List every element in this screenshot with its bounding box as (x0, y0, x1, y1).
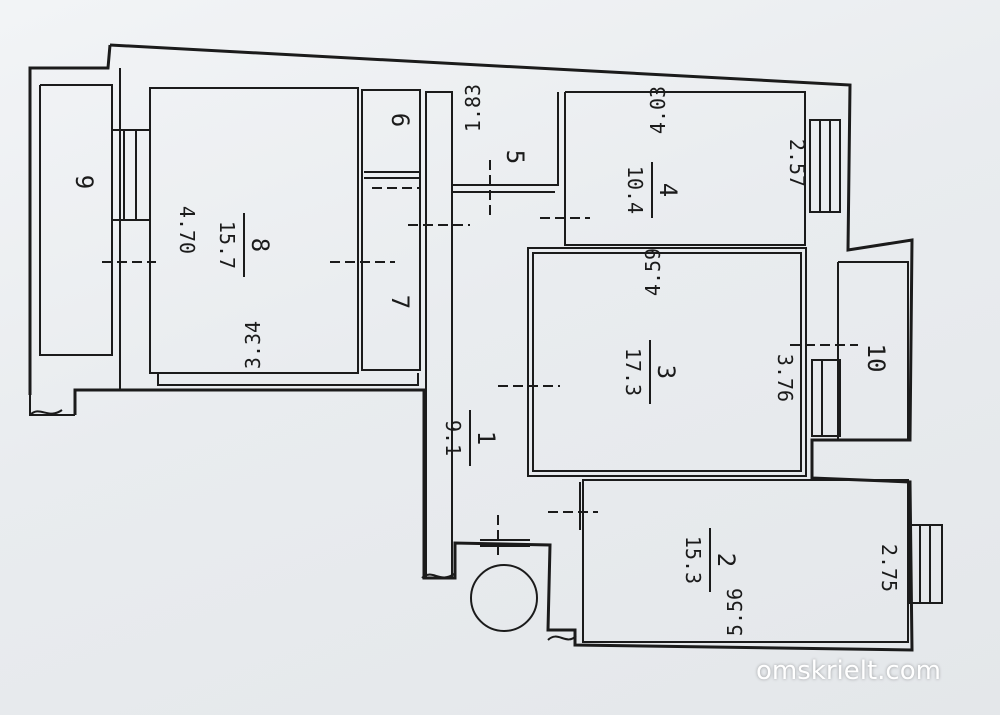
room-label-1: 1 9.1 (441, 410, 500, 466)
svg-text:3.76: 3.76 (773, 354, 797, 402)
door-markers (102, 160, 858, 560)
svg-text:5.56: 5.56 (723, 588, 747, 636)
svg-text:8: 8 (246, 238, 274, 252)
svg-text:7: 7 (386, 295, 414, 309)
dimension-right-room3: 3.76 (773, 354, 797, 402)
inner-walls (111, 87, 943, 643)
room-label-7: 7 (386, 295, 414, 309)
svg-text:10: 10 (862, 344, 890, 373)
svg-text:2.57: 2.57 (785, 139, 809, 187)
svg-text:5: 5 (501, 150, 529, 164)
svg-text:1: 1 (472, 431, 500, 445)
room-label-5: 5 (501, 150, 529, 164)
svg-text:3.34: 3.34 (241, 321, 265, 369)
dimension-top-room3: 4.59 (641, 248, 665, 296)
svg-text:15.3: 15.3 (681, 536, 705, 584)
dimension-left-room8: 4.70 (175, 206, 199, 254)
room-label-3: 3 17.3 (621, 340, 680, 404)
room-label-8: 8 15.7 (215, 213, 274, 277)
svg-text:2: 2 (712, 553, 740, 567)
watermark: omskrielt.com (756, 656, 941, 686)
room-label-9: 9 (70, 175, 98, 189)
svg-text:4.59: 4.59 (641, 248, 665, 296)
dimension-room5: 1.83 (461, 84, 485, 132)
svg-text:17.3: 17.3 (621, 348, 645, 396)
dimension-top-room4: 4.03 (646, 86, 670, 134)
svg-text:4: 4 (654, 183, 682, 197)
dimension-bottom-room8: 3.34 (241, 321, 265, 369)
svg-text:15.7: 15.7 (215, 221, 239, 269)
svg-text:4.03: 4.03 (646, 86, 670, 134)
svg-text:1.83: 1.83 (461, 84, 485, 132)
svg-text:10.4: 10.4 (623, 166, 647, 214)
dimension-bottom-room2: 5.56 (723, 588, 747, 636)
svg-text:9.1: 9.1 (441, 420, 465, 456)
svg-text:9: 9 (70, 175, 98, 189)
svg-text:2.75: 2.75 (877, 544, 901, 592)
room-label-6: 6 (386, 113, 414, 127)
dimension-right-room2: 2.75 (877, 544, 901, 592)
room-label-4: 4 10.4 (623, 162, 682, 218)
svg-text:6: 6 (386, 113, 414, 127)
svg-text:3: 3 (652, 365, 680, 379)
dimension-right-room4: 2.57 (785, 139, 809, 187)
svg-text:4.70: 4.70 (175, 206, 199, 254)
outer-walls (28, 43, 914, 652)
room-label-2: 2 15.3 (681, 528, 740, 592)
room-label-10: 10 (862, 344, 890, 373)
